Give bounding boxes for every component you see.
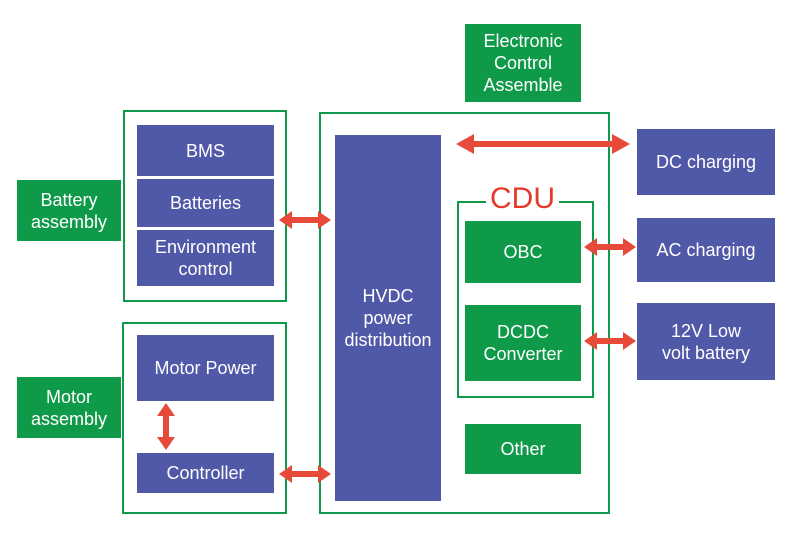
motor-assembly-frame [122, 322, 287, 514]
motor-power-block: Motor Power [137, 335, 274, 401]
battery-hvdc-arrow [279, 211, 331, 229]
dc-charging-block: DC charging [637, 129, 775, 195]
ecu-label: Electronic Control Assemble [465, 24, 581, 102]
ecu-frame [319, 112, 610, 514]
battery-assembly-frame [123, 110, 287, 302]
obc-block: OBC [465, 221, 581, 283]
dcdc-12v-arrow [584, 332, 636, 350]
battery-assembly-label: Battery assembly [17, 180, 121, 241]
batteries-block: Batteries [137, 179, 274, 227]
motor-controller-arrow [157, 403, 175, 450]
low-volt-battery-block: 12V Low volt battery [637, 303, 775, 380]
other-block: Other [465, 424, 581, 474]
motor-assembly-label: Motor assembly [17, 377, 121, 438]
hvdc-block: HVDC power distribution [335, 135, 441, 501]
controller-hvdc-arrow [279, 465, 331, 483]
controller-block: Controller [137, 453, 274, 493]
ac-charging-block: AC charging [637, 218, 775, 282]
hvdc-dc-charging-arrow [456, 134, 630, 154]
bms-block: BMS [137, 125, 274, 176]
dcdc-converter-block: DCDC Converter [465, 305, 581, 381]
obc-ac-charging-arrow [584, 238, 636, 256]
cdu-label: CDU [486, 183, 559, 215]
environment-control-block: Environment control [137, 230, 274, 286]
